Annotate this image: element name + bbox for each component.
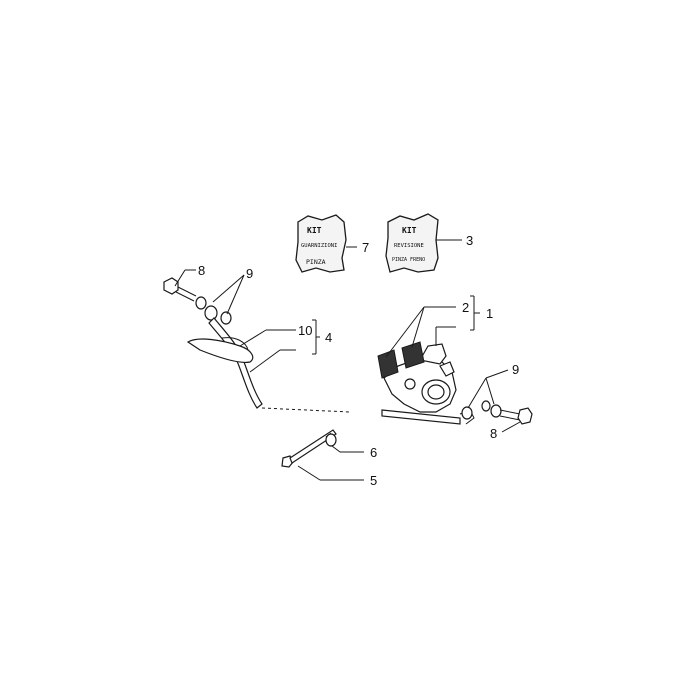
seal-kit-line2: GUARNIZIONI [301,243,337,249]
copper-washers-right [461,400,502,420]
callout-9-left: 9 [246,266,253,281]
overhaul-kit-line2: REVISIONE [394,243,424,249]
callout-3: 3 [466,233,473,248]
banjo-bolt-left [163,277,197,302]
callout-4: 4 [325,330,332,345]
overhaul-kit-line1: KIT [402,226,417,235]
callout-7: 7 [362,240,369,255]
seal-kit-line3: PINZA [306,258,326,266]
copper-washers-left [195,296,232,325]
callout-2: 2 [462,300,469,315]
callout-9-right: 9 [512,362,519,377]
callout-1: 1 [486,306,493,321]
brake-caliper [383,343,457,413]
callout-5: 5 [370,473,377,488]
banjo-bolt-right [499,407,533,425]
seal-kit-bag: KIT GUARNIZIONI PINZA [295,214,347,273]
callout-6: 6 [370,445,377,460]
callout-10: 10 [298,323,312,338]
callout-8-left: 8 [198,263,205,278]
caliper-overhaul-kit-bag: KIT REVISIONE PINZA FRENO [385,213,439,273]
callout-8-right: 8 [490,426,497,441]
hose-clip [186,337,254,363]
leader-lines [174,239,521,481]
brake-pads [377,341,425,379]
seal-kit-line1: KIT [307,226,322,235]
overhaul-kit-line3: PINZA FRENO [392,257,425,263]
screw-washer [325,433,337,447]
